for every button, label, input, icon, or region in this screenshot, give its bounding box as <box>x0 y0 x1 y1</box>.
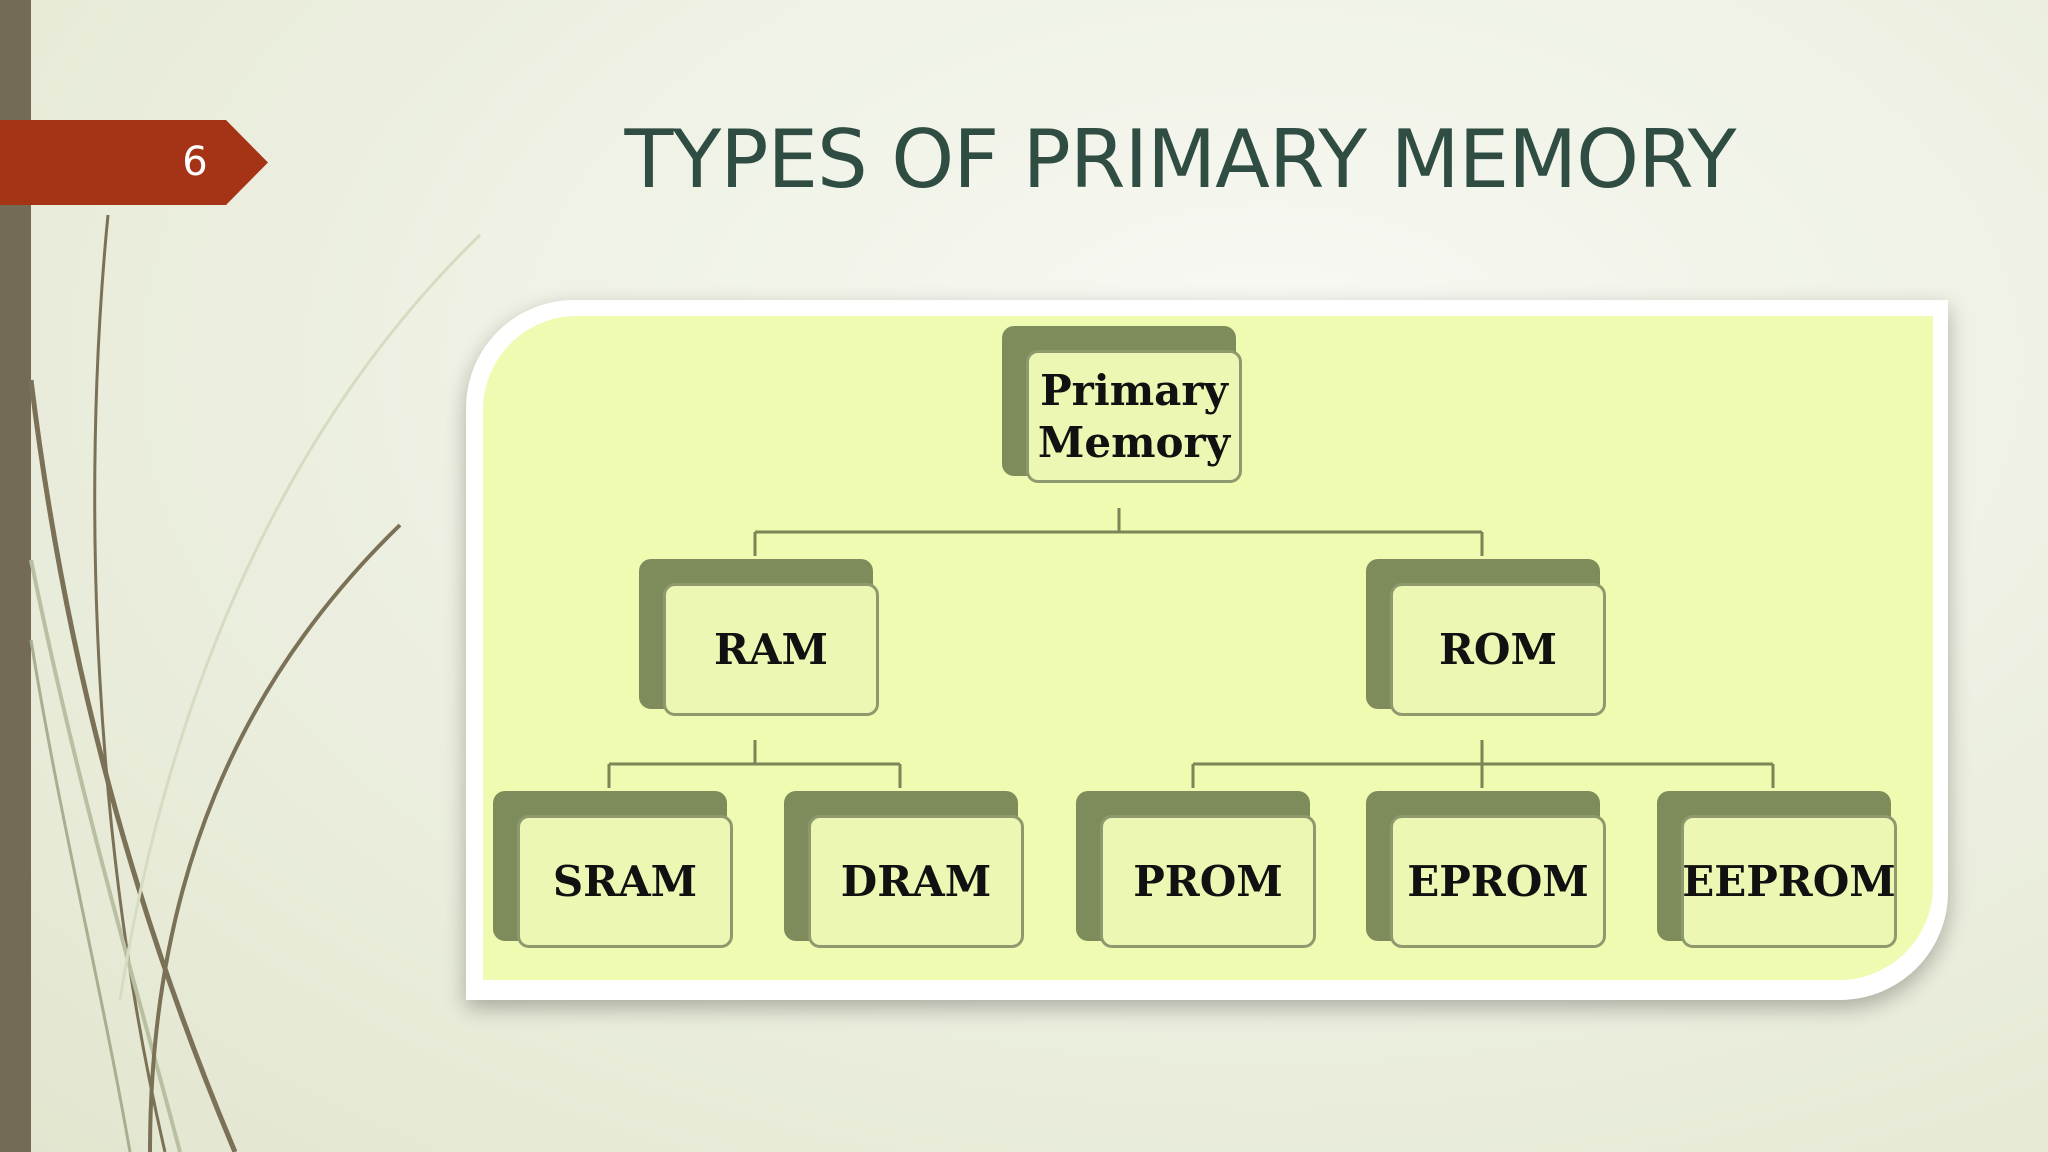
node-ram-label: RAM <box>663 583 879 716</box>
node-primary-memory: Primary Memory <box>1002 326 1242 483</box>
connector-lines <box>607 508 1775 788</box>
node-primary-memory-line2: Memory <box>1037 417 1231 467</box>
node-rom: ROM <box>1366 559 1606 716</box>
node-prom-label: PROM <box>1100 815 1316 948</box>
node-dram: DRAM <box>784 791 1024 948</box>
node-dram-label: DRAM <box>808 815 1024 948</box>
node-sram: SRAM <box>493 791 733 948</box>
memory-hierarchy-diagram: Primary Memory RAM ROM SRAM DRAM PROM EP… <box>483 316 1933 980</box>
node-rom-label: ROM <box>1390 583 1606 716</box>
node-ram: RAM <box>639 559 879 716</box>
slide-title: TYPES OF PRIMARY MEMORY <box>624 113 1737 206</box>
node-eeprom: EEPROM <box>1657 791 1897 948</box>
node-primary-memory-line1: Primary <box>1040 365 1228 415</box>
node-eprom: EPROM <box>1366 791 1606 948</box>
slide-number-tag <box>0 120 268 205</box>
slide-number: 6 <box>182 139 208 185</box>
node-eprom-label: EPROM <box>1390 815 1606 948</box>
node-sram-label: SRAM <box>517 815 733 948</box>
node-eeprom-label: EEPROM <box>1681 815 1897 948</box>
node-prom: PROM <box>1076 791 1316 948</box>
decorative-curves <box>28 214 482 1152</box>
